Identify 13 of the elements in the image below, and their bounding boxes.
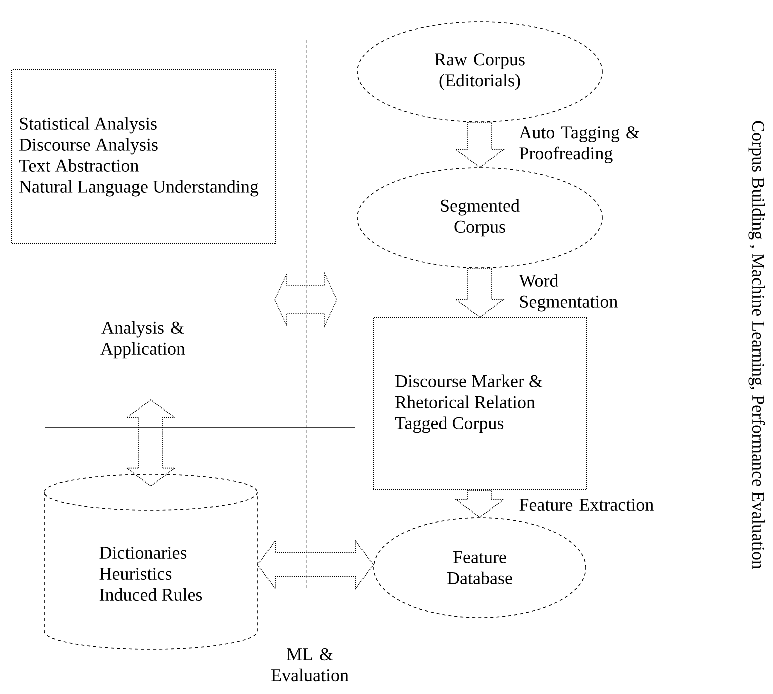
edge-label: ML & Evaluation bbox=[259, 647, 361, 683]
hollow-arrow bbox=[454, 490, 506, 518]
hollow-arrow bbox=[454, 268, 506, 318]
region-label: Analysis & Application bbox=[100, 321, 186, 359]
process-box: Discourse Marker & Rhetorical Relation Tagged Corpus bbox=[373, 318, 587, 490]
edge-label: Auto Tagging & Proofreading bbox=[519, 126, 640, 164]
edge-label: Word Segmentation bbox=[519, 274, 618, 312]
process-box: Statistical Analysis Discourse Analysis Text Abstraction Natural Language Understanding bbox=[12, 70, 276, 244]
edge-label: Feature Extraction bbox=[520, 498, 654, 512]
hollow-arrow bbox=[454, 122, 506, 168]
hollow-arrow bbox=[257, 540, 374, 590]
side-caption: Corpus Building , Machine Learning, Performance Evaluation bbox=[748, 121, 766, 570]
database-cylinder: Dictionaries Heuristics Induced Rules bbox=[44, 474, 258, 650]
